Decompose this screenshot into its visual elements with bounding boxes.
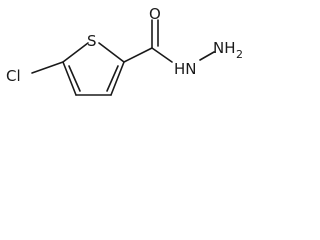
structure-diagram: Cl S O HN NH 2 [6, 5, 243, 96]
bond-c2-s [98, 42, 125, 63]
atom-nitrogen-h2: NH [213, 39, 236, 57]
bond-c5-c4 [62, 61, 77, 96]
atom-sulfur: S [87, 32, 97, 50]
atom-nitrogen-h: HN [174, 60, 197, 78]
bond-c3-c2 [110, 61, 125, 96]
bond-c3-c2-double [106, 65, 119, 92]
bond-carbonyl-n [151, 47, 173, 63]
atom-chlorine: Cl [6, 67, 21, 85]
atom-oxygen: O [149, 5, 161, 23]
bond-c2-carbonyl [123, 47, 153, 63]
bond-n-n [199, 51, 215, 61]
bond-c4-c4-double [68, 65, 81, 92]
atom-h2-subscript: 2 [236, 48, 243, 61]
bond-s-c5 [62, 42, 89, 63]
bond-c5-cl [31, 61, 64, 74]
